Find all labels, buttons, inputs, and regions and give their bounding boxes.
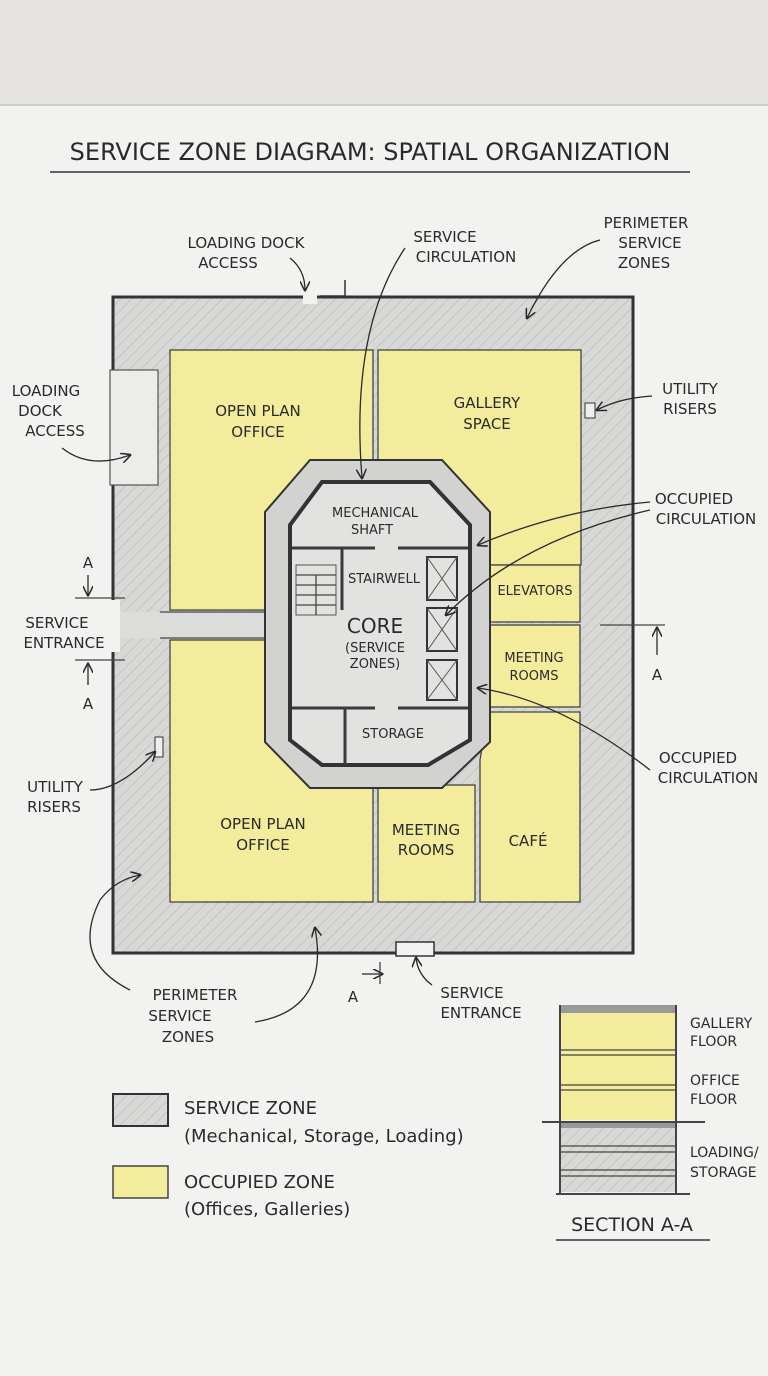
legend-swatch-occupied xyxy=(112,1165,169,1199)
building-plan xyxy=(106,290,635,957)
utility-riser-left xyxy=(154,736,164,758)
anno-occupied-circulation-top-2: CIRCULATION xyxy=(656,510,756,528)
room-labels: OPEN PLAN OFFICE GALLERY SPACE MECHANICA… xyxy=(215,394,572,859)
utility-riser-right xyxy=(584,402,596,419)
legend: SERVICE ZONE (Mechanical, Storage, Loadi… xyxy=(112,1093,464,1220)
elevator-shafts-icon xyxy=(426,556,458,701)
anno-utility-risers-left: UTILITY xyxy=(27,778,84,796)
anno-occupied-circulation-bottom: OCCUPIED xyxy=(659,749,737,767)
label-gallery-space: GALLERY xyxy=(454,394,522,412)
annotations: LOADING DOCK ACCESS SERVICE CIRCULATION … xyxy=(12,214,758,1046)
section-label-gallery: GALLERY xyxy=(690,1016,753,1032)
anno-perimeter-top: PERIMETER xyxy=(604,214,689,232)
anno-occupied-circulation-top: OCCUPIED xyxy=(655,490,733,508)
anno-service-entrance-bottom: SERVICE xyxy=(440,984,503,1002)
zone-meeting-rooms-bottom xyxy=(377,784,476,903)
section-mark-left-bottom: A xyxy=(83,695,94,713)
anno-service-circulation: SERVICE xyxy=(413,228,476,246)
label-meeting-rooms-bottom: MEETING xyxy=(392,821,460,839)
label-open-plan-office-top-2: OFFICE xyxy=(231,423,284,441)
section-mark-right: A xyxy=(652,666,663,684)
label-open-plan-office-bottom: OPEN PLAN xyxy=(220,815,306,833)
section-label-office: OFFICE xyxy=(690,1073,740,1089)
label-meeting-rooms-right: MEETING xyxy=(504,651,563,666)
anno-loading-dock-left: LOADING xyxy=(12,382,80,400)
legend-occupied-desc: (Offices, Galleries) xyxy=(184,1199,350,1220)
section-mark-left-top: A xyxy=(83,554,94,572)
anno-service-entrance-left: SERVICE xyxy=(25,614,88,632)
label-cafe: CAFÉ xyxy=(509,831,548,850)
section-loading-storage xyxy=(560,1122,676,1192)
section-label-office-2: FLOOR xyxy=(690,1092,737,1108)
zone-elevators-room xyxy=(487,564,581,623)
anno-service-entrance-bottom-2: ENTRANCE xyxy=(440,1004,521,1022)
section-title: SECTION A-A xyxy=(571,1214,693,1236)
anno-utility-risers-right: UTILITY xyxy=(662,380,719,398)
label-meeting-rooms-right-2: ROOMS xyxy=(510,669,559,684)
section-label-gallery-2: FLOOR xyxy=(690,1034,737,1050)
anno-utility-risers-left-2: RISERS xyxy=(27,798,81,816)
anno-perimeter-bottom-2: SERVICE xyxy=(148,1007,211,1025)
anno-service-entrance-left-2: ENTRANCE xyxy=(23,634,104,652)
label-core-sub-2: ZONES) xyxy=(350,657,400,672)
anno-perimeter-bottom-3: ZONES xyxy=(162,1028,214,1046)
label-core: CORE xyxy=(347,614,403,638)
anno-loading-dock-top: LOADING DOCK xyxy=(188,234,306,252)
anno-perimeter-top-2: SERVICE xyxy=(618,234,681,252)
anno-loading-dock-top-2: ACCESS xyxy=(198,254,257,272)
label-open-plan-office-top: OPEN PLAN xyxy=(215,402,301,420)
legend-service-desc: (Mechanical, Storage, Loading) xyxy=(184,1126,464,1147)
label-gallery-space-2: SPACE xyxy=(463,415,511,433)
anno-utility-risers-right-2: RISERS xyxy=(663,400,717,418)
stairs-icon xyxy=(295,564,337,616)
label-mechanical-shaft: MECHANICAL xyxy=(332,506,419,521)
label-open-plan-office-bottom-2: OFFICE xyxy=(236,836,289,854)
label-storage: STORAGE xyxy=(362,727,424,742)
anno-perimeter-top-3: ZONES xyxy=(618,254,670,272)
anno-loading-dock-left-2: DOCK xyxy=(18,402,63,420)
top-entry-gap xyxy=(303,290,317,304)
label-core-sub: (SERVICE xyxy=(345,641,405,656)
service-corridor xyxy=(113,612,273,638)
label-stairwell: STAIRWELL xyxy=(348,572,421,587)
anno-loading-dock-left-3: ACCESS xyxy=(25,422,84,440)
label-elevators: ELEVATORS xyxy=(497,584,572,599)
section-label-loading-2: STORAGE xyxy=(690,1165,757,1181)
anno-occupied-circulation-bottom-2: CIRCULATION xyxy=(658,769,758,787)
diagram-title: SERVICE ZONE DIAGRAM: SPATIAL ORGANIZATI… xyxy=(70,138,671,166)
core-inner xyxy=(288,480,472,767)
zone-cafe xyxy=(479,711,581,903)
legend-swatch-service xyxy=(112,1093,169,1127)
paper-top-strip xyxy=(0,0,768,105)
anno-service-circulation-2: CIRCULATION xyxy=(416,248,516,266)
section-a-a: GALLERY FLOOR OFFICE FLOOR LOADING/ STOR… xyxy=(542,1005,759,1241)
label-mechanical-shaft-2: SHAFT xyxy=(351,523,393,538)
legend-service-title: SERVICE ZONE xyxy=(184,1098,317,1119)
label-meeting-rooms-bottom-2: ROOMS xyxy=(398,841,455,859)
zone-meeting-rooms-right xyxy=(487,624,581,708)
loading-dock-opening xyxy=(109,369,159,486)
service-entrance-bottom-door xyxy=(395,941,435,957)
anno-perimeter-bottom: PERIMETER xyxy=(153,986,238,1004)
section-mark-bottom: A xyxy=(348,988,359,1006)
section-gallery-floor xyxy=(560,1010,676,1120)
legend-occupied-title: OCCUPIED ZONE xyxy=(184,1172,335,1193)
service-entrance-left-door xyxy=(106,600,120,652)
section-label-loading: LOADING/ xyxy=(690,1145,759,1161)
